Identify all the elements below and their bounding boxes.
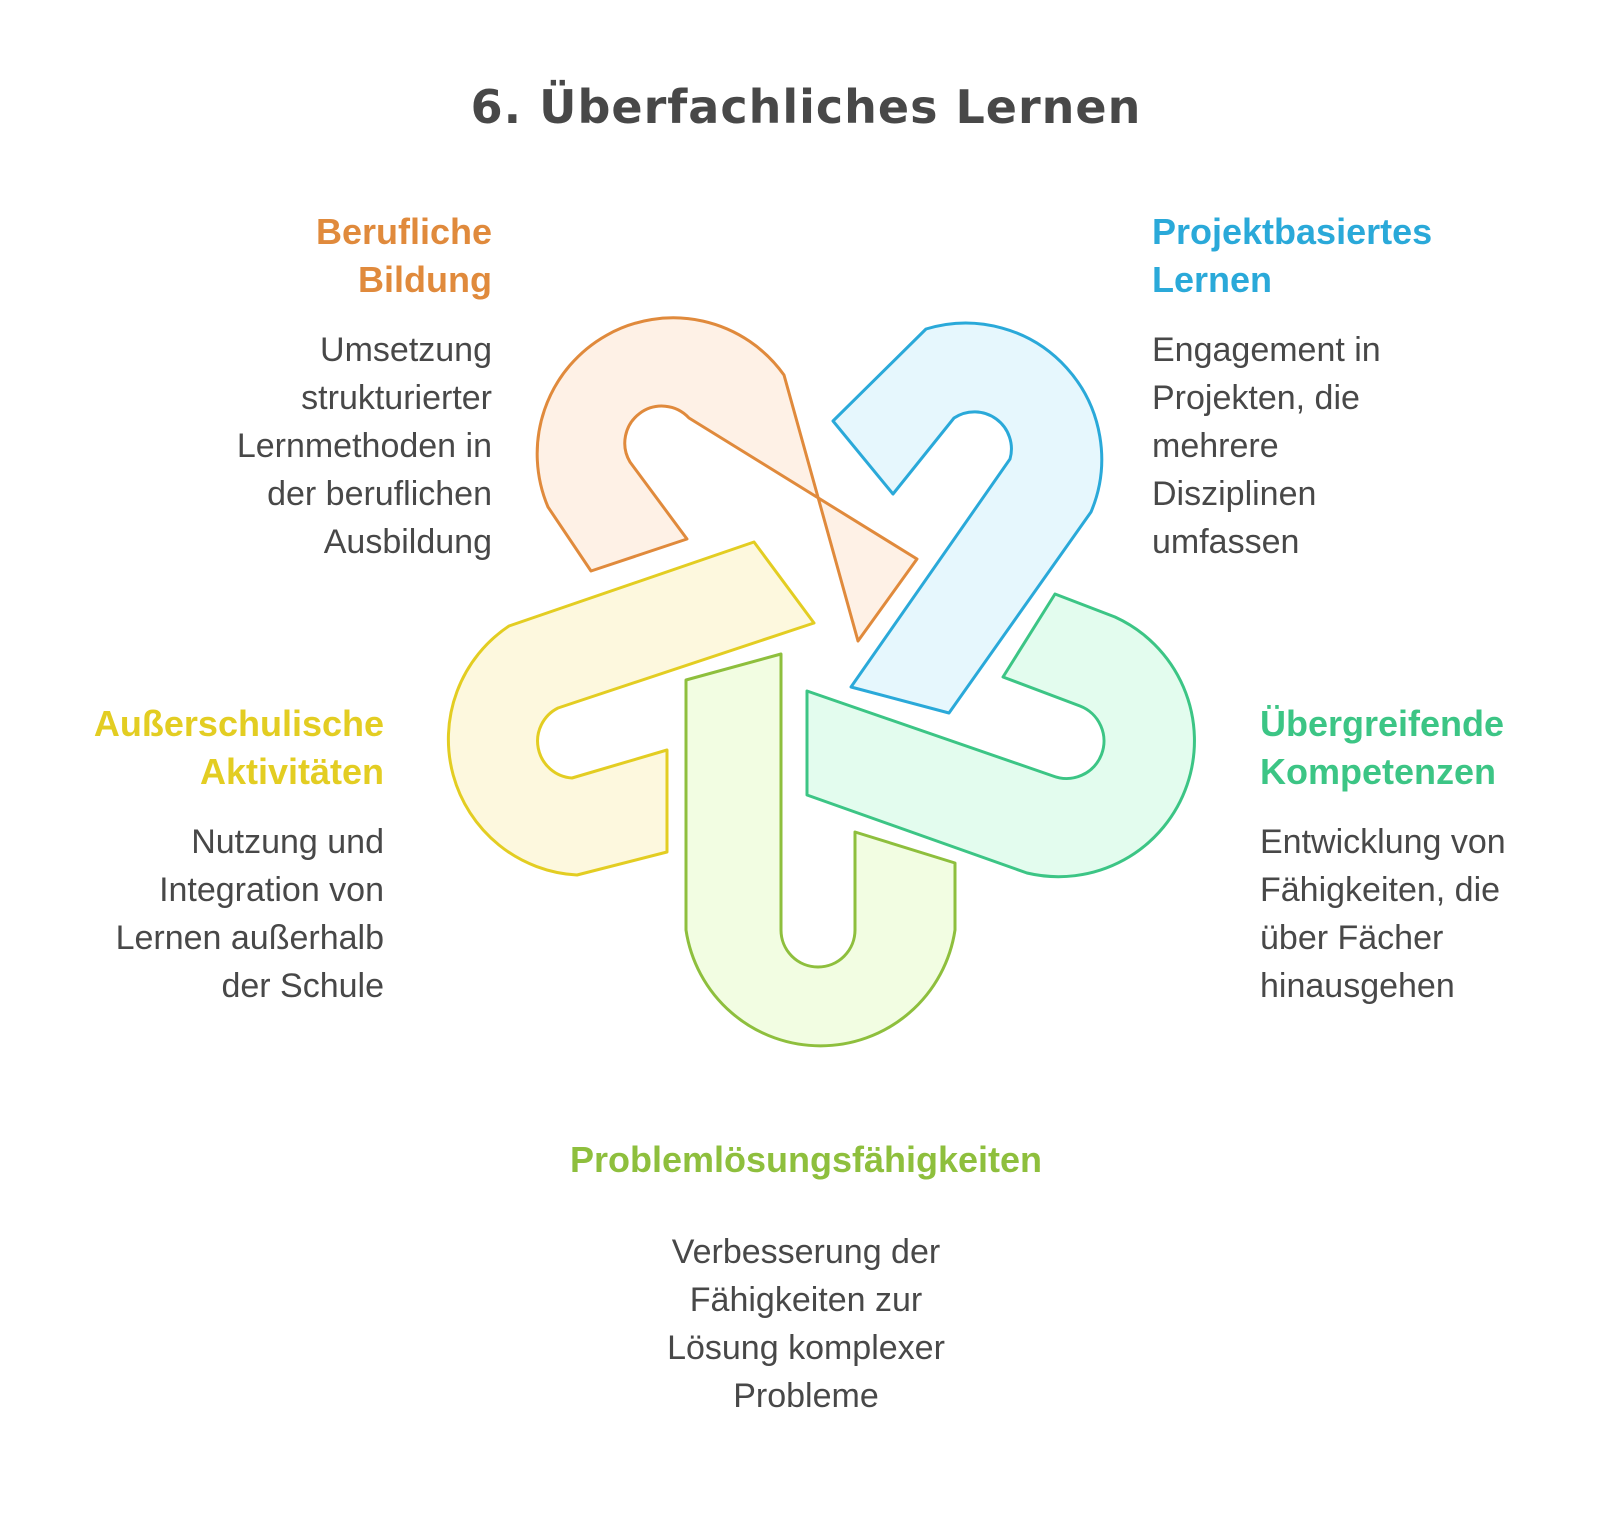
description-projektbasiertes-lernen: Engagement in Projekten, die mehrere Dis… — [1152, 331, 1381, 561]
heading-uebergreifende-kompetenzen: Übergreifende Kompetenzen — [1260, 703, 1505, 792]
description-uebergreifende-kompetenzen: Entwicklung von Fähigkeiten, die über Fä… — [1260, 823, 1506, 1005]
link-problemloesung — [684, 652, 957, 1048]
link-uebergreifend — [805, 592, 1196, 879]
description-ausserschulische-aktivitaeten: Nutzung und Integration von Lernen außer… — [115, 823, 384, 1005]
description-berufliche-bildung: Umsetzung strukturierter Lernmethoden in… — [236, 331, 492, 561]
heading-projektbasiertes-lernen: Projektbasiertes Lernen — [1152, 211, 1433, 300]
link-berufliche-bildung — [535, 316, 919, 643]
diagram-title: 6. Überfachliches Lernen — [470, 80, 1142, 134]
heading-berufliche-bildung: Berufliche Bildung — [315, 211, 492, 300]
item-projektbasiertes-lernen: Projektbasiertes Lernen Engagement in Pr… — [1152, 208, 1572, 566]
item-ausserschulische-aktivitaeten: Außerschulische Aktivitäten Nutzung und … — [20, 700, 384, 1010]
heading-ausserschulische-aktivitaeten: Außerschulische Aktivitäten — [93, 703, 384, 792]
item-berufliche-bildung: Berufliche Bildung Umsetzung strukturier… — [150, 208, 492, 566]
heading-problemloesungsfaehigkeiten: Problemlösungsfähigkeiten — [569, 1139, 1043, 1180]
link-ausserschulisch — [446, 540, 816, 877]
item-problemloesungsfaehigkeiten: Problemlösungsfähigkeiten Verbesserung d… — [506, 1136, 1106, 1420]
item-uebergreifende-kompetenzen: Übergreifende Kompetenzen Entwicklung vo… — [1260, 700, 1600, 1010]
link-projektbasiert — [831, 321, 1104, 715]
description-problemloesungsfaehigkeiten: Verbesserung der Fähigkeiten zur Lösung … — [667, 1233, 945, 1415]
